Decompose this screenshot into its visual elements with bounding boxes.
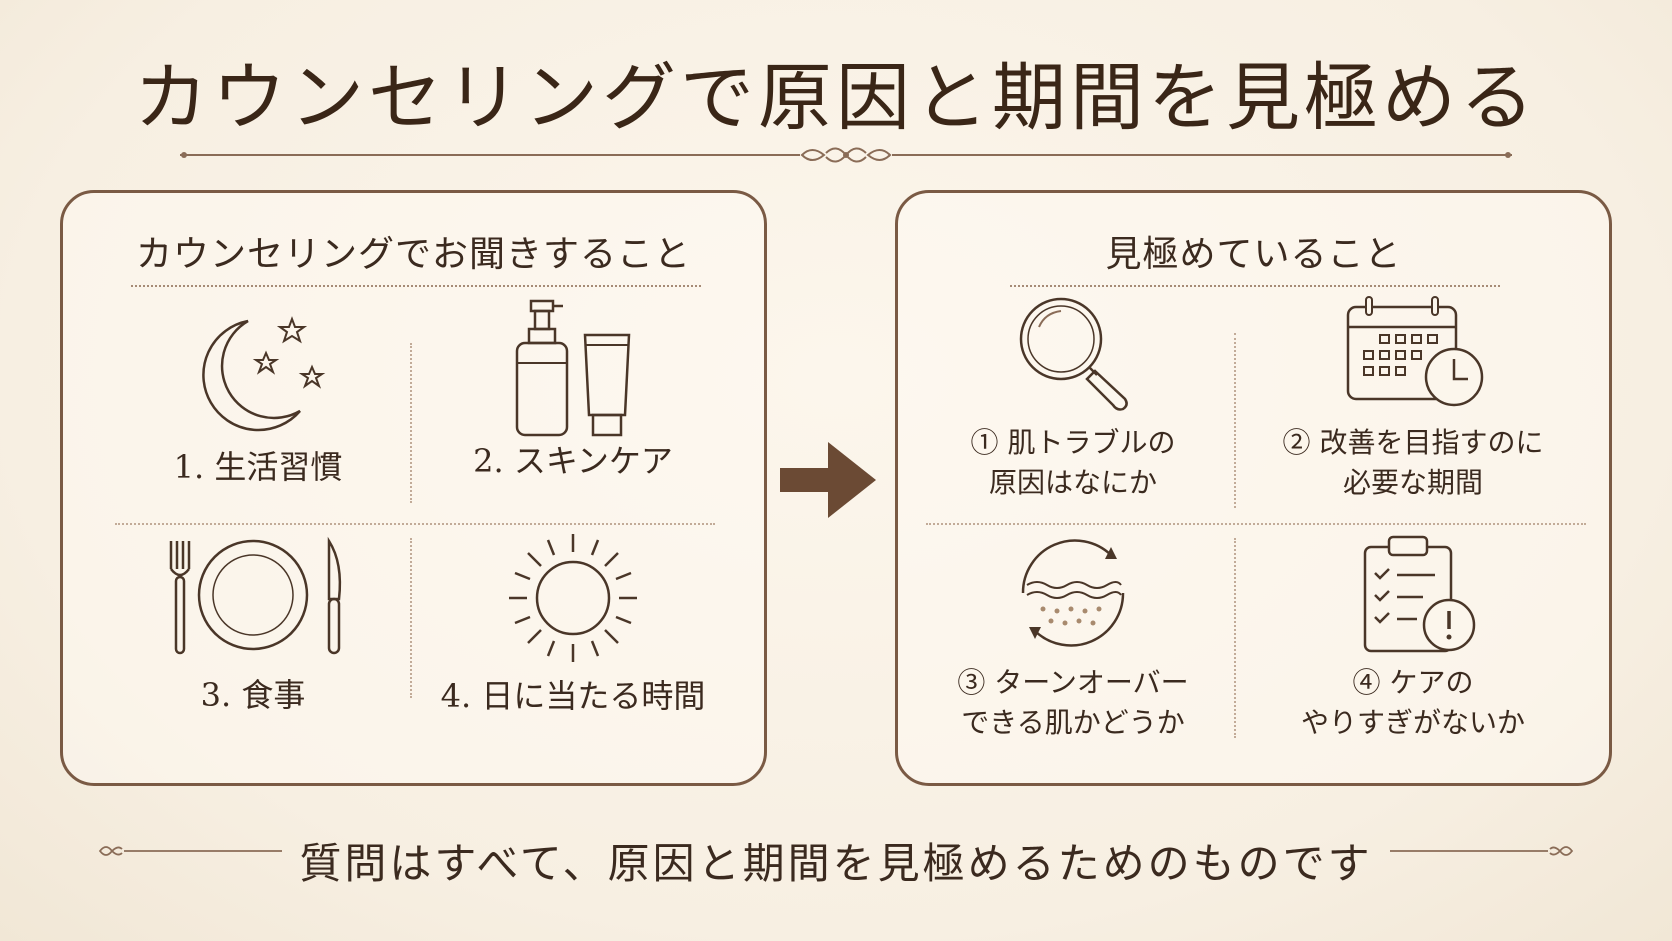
left-item-label: 3. 食事 [200,676,306,714]
right-item-line1: ② 改善を目指すのに [1282,426,1544,459]
magnifier-icon [1019,297,1128,411]
moon-stars-icon [202,316,326,432]
skin-turnover-icon [1021,539,1125,647]
right-panel-title: 見極めていること [1105,234,1402,275]
right-horizontal-divider [926,523,1586,525]
left-title-divider [131,285,701,287]
left-panel-title: カウンセリングでお聞きすること [135,234,691,275]
right-item-line1: ④ ケアの [1352,666,1474,699]
left-item-sun-time: 4. 日に当たる時間 [423,528,723,716]
arrow-right-icon [780,442,876,518]
left-item-skincare: 2. スキンケア [423,293,723,481]
right-item-line1: ③ ターンオーバー [957,666,1189,699]
left-item-meal: 3. 食事 [103,533,403,715]
ornament-left [98,846,282,856]
right-item-line2: やりすぎがないか [1300,706,1525,739]
right-item-turnover: ③ ターンオーバー できる肌かどうか [918,533,1228,743]
left-item-label: 2. スキンケア [473,442,673,480]
right-vertical-divider-top [1234,333,1236,508]
calendar-clock-icon [1346,296,1484,407]
right-title-divider [1010,285,1500,287]
ornament-divider-top [180,147,1512,163]
right-item-overcare: ④ ケアの やりすぎがないか [1238,533,1588,743]
right-item-period: ② 改善を目指すのに 必要な期間 [1238,293,1588,503]
right-item-line2: 原因はなにか [988,466,1157,499]
bottom-summary-text: 質問はすべて、原因と期間を見極めるためのものです [299,839,1373,888]
plate-fork-knife-icon [169,536,342,655]
left-vertical-divider-bottom [410,538,412,698]
left-item-lifestyle: 1. 生活習慣 [113,301,403,487]
left-horizontal-divider [115,523,715,525]
left-item-label: 1. 生活習慣 [173,448,343,486]
right-item-line1: ① 肌トラブルの [970,426,1176,459]
right-panel: 見極めていること ① 肌トラブルの 原因はなにか [895,190,1612,786]
right-item-line2: 必要な期間 [1342,466,1483,499]
page-title: カウンセリングで原因と期間を見極める [134,55,1538,141]
left-vertical-divider-top [410,343,412,503]
sun-icon [509,534,637,662]
ornament-right [1390,846,1574,856]
left-item-label: 4. 日に当たる時間 [440,677,706,715]
checklist-warning-icon [1363,535,1476,653]
right-item-cause: ① 肌トラブルの 原因はなにか [918,293,1228,503]
left-panel: カウンセリングでお聞きすること 1. 生活習慣 2. スキンケア [60,190,767,786]
right-item-line2: できる肌かどうか [961,706,1185,739]
skincare-bottles-icon [515,299,631,437]
right-vertical-divider-bottom [1234,538,1236,738]
